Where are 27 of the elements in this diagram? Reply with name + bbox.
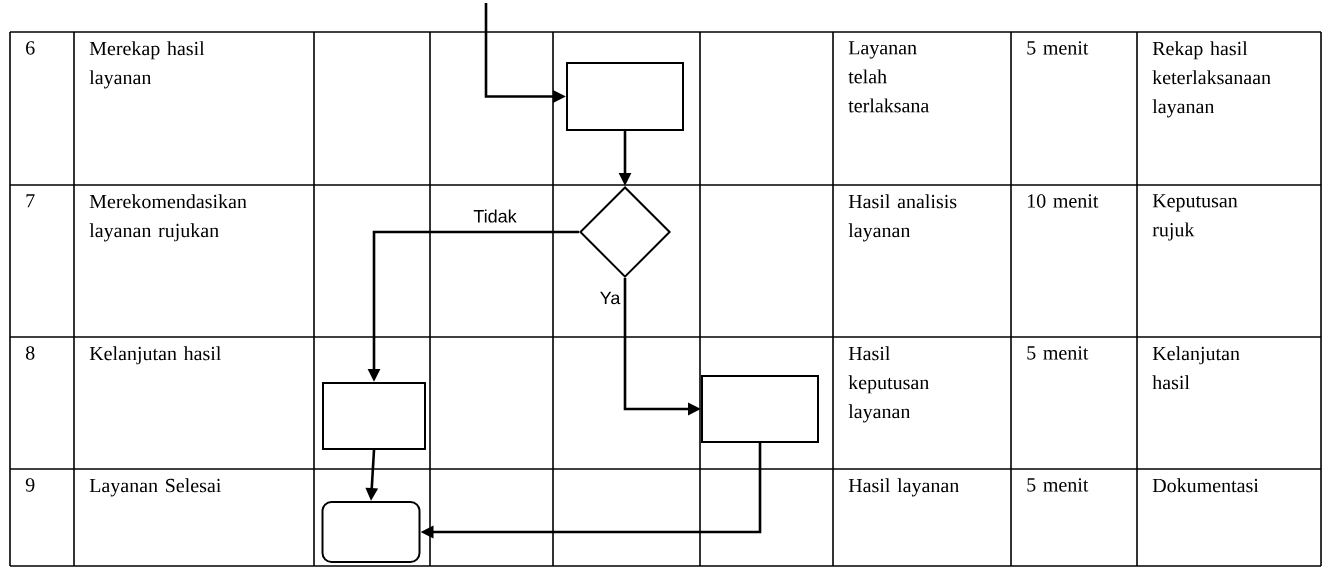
cell-text: Merekap hasil layanan [89,41,205,89]
cell-text: Merekomendasikan layanan rujukan [89,194,247,242]
process-box [701,375,819,443]
cell-text: 10 menit [1027,194,1099,208]
cell-text: 6 [26,41,35,55]
cell-text: 7 [26,194,35,208]
cell-text: Kelanjutan hasil [89,346,221,365]
cell-text: 5 menit [1027,478,1089,492]
cell-text: Keputusan rujuk [1152,194,1238,241]
process-box [566,62,684,131]
cell-text: Hasil layanan [848,478,959,497]
terminal-box [321,501,421,563]
process-box [322,382,426,450]
cell-text: Layanan Selesai [89,478,221,497]
edge-label: Tidak [472,208,518,224]
cell-text: Layanan telah terlaksana [848,41,929,113]
cell-text: 8 [25,346,35,360]
cell-text: Kelanjutan hasil [1152,346,1240,390]
cell-text: Dokumentasi [1152,478,1259,493]
edge-label: Ya [598,290,622,306]
cell-text: Rekap hasil keterlaksanaan layanan [1152,41,1271,118]
cell-text: 9 [25,478,35,492]
cell-text: 5 menit [1027,41,1089,55]
cell-text: Hasil keputusan layanan [848,346,929,423]
cell-text: Hasil analisis layanan [848,194,957,242]
cell-text: 5 menit [1027,346,1089,360]
decision-diamond [579,186,671,278]
